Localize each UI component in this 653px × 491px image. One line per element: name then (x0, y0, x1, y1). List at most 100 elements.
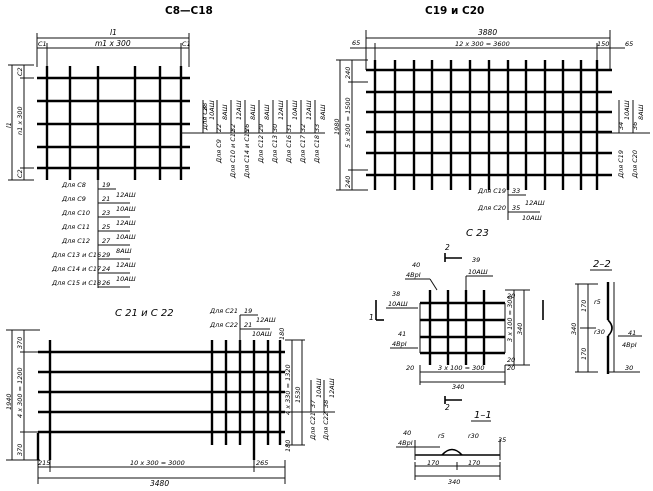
c8-vlabel-6-num: 31 (285, 124, 293, 132)
svg-text:12АШ: 12АШ (277, 100, 285, 120)
c23-section-marks: 2 2 1 (369, 243, 544, 412)
svg-text:31: 31 (285, 124, 293, 132)
c23-dimensions: 3 x 100 = 300 340 20 20 3 x 100 = 300 34… (406, 289, 530, 391)
svg-text:8АШ: 8АШ (637, 104, 645, 120)
svg-text:12АШ: 12АШ (328, 378, 336, 398)
c21-dim-h-span: 4 x 300 = 1200 (16, 367, 24, 418)
c19-rlabel-0-spec: 10АШ (623, 100, 631, 120)
svg-text:8АШ: 8АШ (319, 104, 327, 120)
c8-hlabel-6-pre: Для С14 и С17 (51, 265, 102, 273)
c8-hlabel-3-num: 25 (102, 223, 110, 231)
c21-tlabel-1-pre: Для С22 (209, 321, 238, 329)
c19-bottom-labels: Для С19 33 Для С20 35 12АШ 10АШ (477, 187, 545, 222)
c19-blabel-0-num: 33 (512, 187, 520, 195)
c19-side-dimensions: 1980 5 x 300 = 1500 240 240 (333, 59, 368, 191)
c8-hlabel-1-spec: 12АШ (116, 191, 136, 199)
c21-dim-right: 265 (256, 459, 268, 467)
svg-text:Для С21: Для С21 (309, 412, 317, 441)
c19-dim-span: 12 x 300 = 3600 (455, 40, 510, 48)
svg-text:28: 28 (201, 103, 209, 111)
c8-hlabel-4-spec: 10АШ (116, 233, 136, 241)
c19-rlabel-0-num: 34 (617, 122, 625, 130)
svg-text:10АШ: 10АШ (623, 100, 631, 120)
c8-dim-side-span: n1 x 300 (16, 106, 24, 135)
c21-right-span: 4 x 330 = 1320 (284, 364, 292, 415)
title-sec-2-2: 2–2 (593, 259, 611, 270)
c23-l39: 39 (472, 256, 480, 264)
sec11-l4bp: 4ВрI (398, 439, 413, 447)
c8-hlabel-0-num: 19 (102, 181, 110, 189)
sec11-d170a: 170 (427, 459, 439, 467)
c19-dim-top-v: 240 (344, 67, 352, 79)
c8-vlabel-1-spec: 8АШ (221, 104, 229, 120)
c21-dim-left: 215 (38, 459, 50, 467)
c8-vlabel-4-spec: 8АШ (263, 104, 271, 120)
sec11-r5: r5 (438, 432, 445, 440)
c19-dim-right: 65 (625, 40, 633, 48)
c8-vlabel-0-num: 28 (201, 103, 209, 111)
c8-hlabel-7-spec: 10АШ (116, 275, 136, 283)
c8-dim-c1-right: C1 (182, 40, 191, 48)
c8-horizontal-labels: Для С8 19 Для С9 21 12АШ Для С10 23 10АШ… (51, 181, 136, 288)
c21-tlabel-1-num: 21 (244, 321, 252, 329)
c8-vlabel-5-spec: 12АШ (277, 100, 285, 120)
svg-text:8АШ: 8АШ (263, 104, 271, 120)
c8-dim-c2: C2 (16, 67, 24, 76)
c23-cut1-left: 1 (369, 313, 374, 322)
c23-mesh (419, 290, 506, 365)
c21-side-dimensions: 1940 4 x 300 = 1200 370 370 (5, 329, 40, 461)
sec22-d170b: 170 (580, 348, 588, 360)
c19-rlabel-1-spec: 8АШ (637, 104, 645, 120)
c21-right-total: 1530 (294, 386, 302, 403)
c21-top-spec2: 10АШ (252, 330, 272, 338)
c19-dim-left: 65 (352, 39, 360, 47)
svg-text:Для С19: Для С19 (617, 150, 625, 179)
c23-dim-h-total: 340 (452, 383, 464, 391)
c8-hlabel-5-spec: 8АШ (116, 247, 132, 255)
c19-dim-h-span: 5 x 300 = 1500 (344, 97, 352, 148)
c21-mesh (36, 340, 285, 460)
c21-rlabel-0-pre: Для С21 (309, 412, 317, 441)
c8-hlabel-5-pre: Для С13 и С16 (51, 251, 101, 259)
sec22-l41: 41 (628, 329, 636, 337)
svg-text:Для С8: Для С8 (201, 106, 209, 131)
c21-dim-top-v: 370 (16, 337, 24, 349)
c23-l38: 38 (392, 290, 400, 298)
c8-vlabel-7-pre: Для С17 (299, 134, 307, 164)
c19-top-dimensions: 3880 65 12 x 300 = 3600 150 65 (350, 28, 633, 70)
c19-dim-total: 3880 (478, 28, 497, 37)
svg-text:32: 32 (299, 124, 307, 132)
c8-vlabel-2-num: 32 (229, 124, 237, 132)
c8-vlabel-0-pre: Для С8 (201, 106, 209, 131)
title-c19-c20: С19 и С20 (425, 5, 484, 17)
c21-right-bot: 180 (284, 440, 292, 452)
c21-dim-bot-v: 370 (16, 444, 24, 456)
c23-d20b: 20 (507, 364, 515, 372)
c8-vlabel-3-pre: Для С14 и С15 (243, 129, 251, 179)
c21-right-labels: Для С21 37 10АШ Для С22 38 12АШ (254, 378, 336, 441)
c8-hlabel-7-pre: Для С15 и С18 (51, 279, 101, 287)
sec11-r30: r30 (468, 432, 479, 440)
sec11-d170b: 170 (468, 459, 480, 467)
c23-d20c: 20 (507, 292, 515, 300)
c8-hlabel-3-spec: 12АШ (116, 219, 136, 227)
c21-rlabel-1-num: 38 (322, 400, 330, 408)
c8-hlabel-1-num: 21 (102, 195, 110, 203)
c8-dim-span: m1 x 300 (95, 39, 131, 48)
svg-text:34: 34 (617, 122, 625, 130)
c8-vlabel-7-spec: 12АШ (305, 100, 313, 120)
c8-mesh (37, 66, 190, 180)
c23-dim-v: 3 x 100 = 300 (506, 295, 514, 342)
c8-vlabel-7-num: 32 (299, 124, 307, 132)
c8-vlabel-1-pre: Для С9 (215, 139, 223, 164)
c8-vlabel-4-num: 29 (257, 124, 265, 132)
svg-text:26: 26 (243, 124, 251, 132)
sec22-l4bp: 4ВрI (622, 341, 637, 349)
c21-rlabel-0-num: 37 (309, 399, 317, 408)
c21-dim-span: 10 x 300 = 3000 (130, 459, 185, 467)
c19-dim-bot-v: 240 (344, 176, 352, 188)
c19-blabel-0-pre: Для С19 (477, 187, 506, 195)
sec11-d35: 35 (498, 436, 506, 444)
